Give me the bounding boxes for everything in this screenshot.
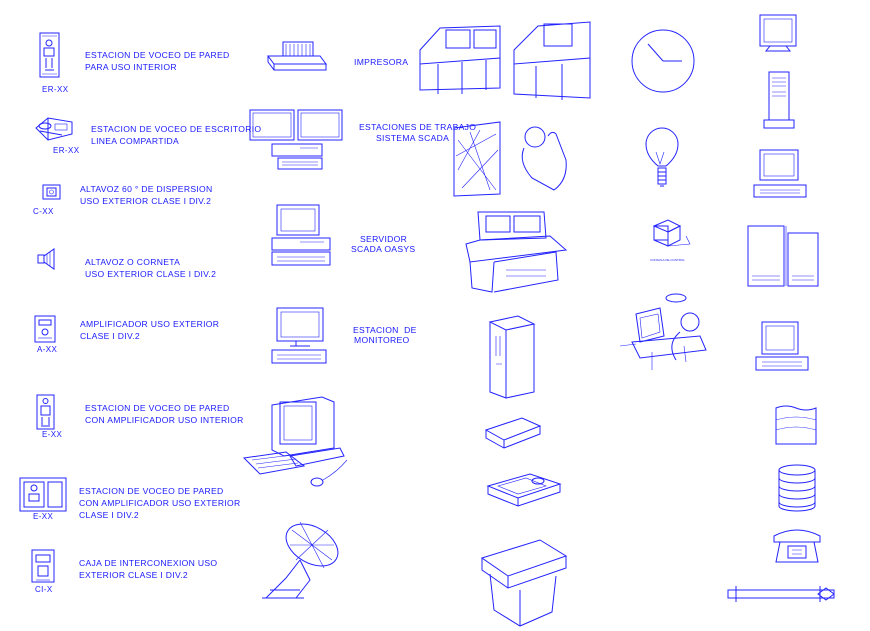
junction-box-icon (31, 549, 55, 583)
cabinet-icon (747, 225, 819, 287)
printer-icon (267, 41, 327, 71)
paper-tape-icon (775, 405, 817, 445)
label-wall-station-amplifier-line1: ESTACION DE VOCEO DE PARED (85, 403, 230, 413)
label-amplifier-line1: AMPLIFICADOR USO EXTERIOR (80, 319, 220, 329)
cable-tray-icon (727, 586, 835, 602)
label-junction-box-line1: CAJA DE INTERCONEXION USO (79, 558, 218, 568)
label-horn-speaker-line1: ALTAVOZ O CORNETA (85, 257, 181, 267)
touch-screen-hand-icon (453, 121, 567, 197)
disk-stack-icon (778, 464, 816, 512)
desktop-computer-icon (242, 396, 348, 487)
label-wall-station-amplifier-line2: CON AMPLIFICADOR USO INTERIOR (85, 415, 244, 425)
telephone-icon (773, 529, 821, 563)
satellite-dish-icon (262, 521, 339, 599)
label-outdoor-station-line1: ESTACION DE VOCEO DE PARED (79, 486, 224, 496)
outdoor-wall-station-icon (19, 477, 67, 512)
label-junction-box-line2: EXTERIOR CLASE I DIV.2 (79, 570, 188, 580)
label-speaker-60-line2: USO EXTERIOR CLASE I DIV.2 (80, 196, 212, 206)
operator-desk-icon (619, 293, 707, 370)
tag-e-xx-outdoor: E-XX (33, 512, 54, 521)
terminal-icon (652, 219, 691, 247)
label-server-line2: SCADA OASYS (351, 244, 416, 254)
tag-a-xx: A-XX (37, 345, 58, 354)
operator-console-icon (465, 211, 568, 293)
label-horn-speaker-line2: USO EXTERIOR CLASE I DIV.2 (85, 269, 217, 279)
label-desk-paging-station-line1: ESTACION DE VOCEO DE ESCRITORIO (91, 124, 262, 134)
label-monitoring-line2: MONITOREO (354, 335, 410, 345)
speaker-60-icon (42, 184, 61, 200)
tag-er-xx: ER-XX (42, 85, 69, 94)
label-monitoring-line1: ESTACION DE (353, 325, 417, 335)
tag-c-xx: C-XX (33, 207, 54, 216)
scanner-icon (486, 473, 562, 507)
tower-server-icon (763, 71, 795, 129)
tag-er-xx-desk: ER-XX (53, 146, 80, 155)
pc-monitor-icon (753, 149, 807, 198)
label-workstations-line1: ESTACIONES DE TRABAJO (359, 122, 477, 132)
tower-case-icon (488, 315, 536, 399)
label-workstations-line2: SISTEMA SCADA (376, 133, 450, 143)
label-speaker-60-line1: ALTAVOZ 60 ° DE DISPERSION (80, 184, 213, 194)
monitoring-station-icon (271, 307, 327, 364)
amplifier-icon (34, 315, 56, 343)
crt-monitor-icon (759, 14, 797, 52)
wall-station-amplifier-icon (36, 394, 55, 430)
dual-monitor-workstation-icon (249, 109, 343, 170)
label-printer: IMPRESORA (354, 57, 409, 67)
tag-ci-x: CI-X (35, 585, 53, 594)
label-outdoor-station-line3: CLASE I DIV.2 (79, 510, 139, 520)
label-wall-paging-station-line1: ESTACION DE VOCEO DE PARED (85, 50, 230, 60)
light-bulb-icon (645, 127, 679, 187)
control-console-icon (419, 21, 591, 100)
copier-icon (480, 539, 568, 627)
label-amplifier-line2: CLASE I DIV.2 (80, 331, 140, 341)
disk-drive-icon (484, 417, 542, 449)
label-outdoor-station-line2: CON AMPLIFICADOR USO EXTERIOR (79, 498, 241, 508)
pc-workstation-icon (755, 321, 809, 371)
label-server-line1: SERVIDOR (360, 234, 408, 244)
wall-paging-station-icon (39, 32, 60, 78)
wall-clock-icon (631, 29, 695, 93)
small-caption: CONSOLA DE CONTROL (650, 258, 686, 262)
label-wall-paging-station-line2: PARA USO INTERIOR (85, 62, 177, 72)
desk-paging-station-icon (35, 117, 73, 141)
tag-e-xx: E-XX (42, 430, 63, 439)
server-workstation-icon (271, 204, 331, 266)
horn-speaker-icon (37, 248, 55, 270)
label-desk-paging-station-line2: LINEA COMPARTIDA (91, 136, 180, 146)
